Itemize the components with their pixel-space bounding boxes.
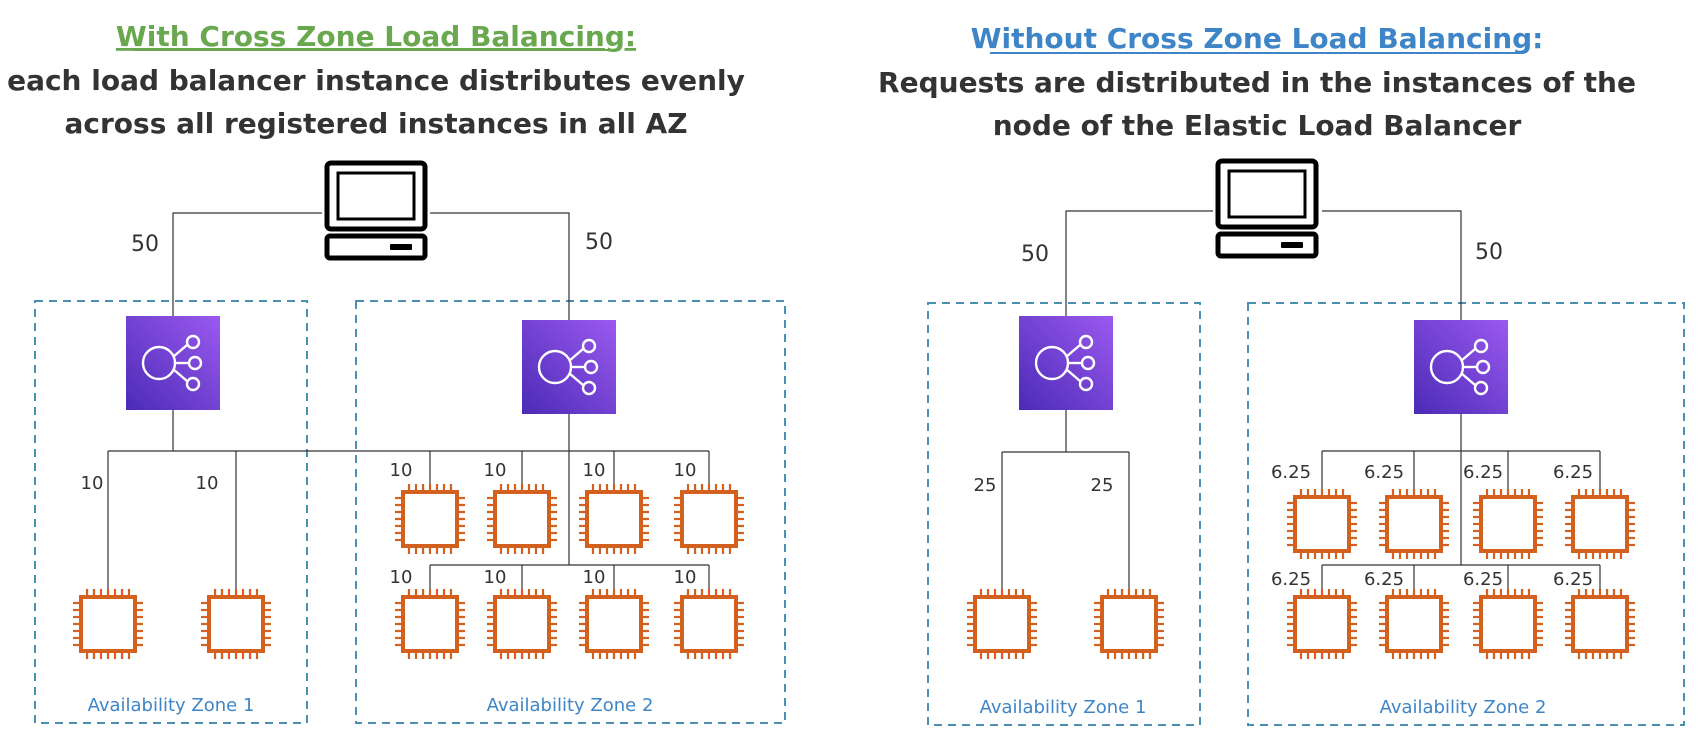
left-client-weight-2: 50 — [585, 230, 613, 255]
left-instance-az2-8-icon — [672, 587, 746, 661]
right-instance-az2-5-icon — [1285, 587, 1359, 661]
left-availability-zone-2 — [355, 300, 786, 724]
right-weight-az2-4: 6.25 — [1553, 462, 1593, 483]
left-weight-az1-2: 10 — [196, 473, 219, 494]
left-weight-az2-5: 10 — [390, 567, 413, 588]
left-instance-az2-1-icon — [393, 482, 467, 556]
right-load-balancer-2-icon — [1412, 318, 1510, 416]
right-weight-az1-2: 25 — [1091, 475, 1114, 496]
right-instance-az2-6-icon — [1377, 587, 1451, 661]
left-client-wire-1 — [172, 212, 322, 316]
right-instance-az2-7-icon — [1471, 587, 1545, 661]
left-weight-az1-1: 10 — [81, 473, 104, 494]
right-client-weight-2: 50 — [1475, 240, 1503, 265]
right-availability-zone-2 — [1247, 302, 1685, 726]
left-panel: With Cross Zone Load Balancing: each loa… — [7, 20, 786, 724]
left-instance-az1-2-icon — [199, 587, 273, 661]
left-weight-az2-8: 10 — [674, 567, 697, 588]
left-instance-az2-6-icon — [485, 587, 559, 661]
right-weight-az2-6: 6.25 — [1364, 569, 1404, 590]
right-instance-az1-2-icon — [1092, 587, 1166, 661]
right-weight-az2-8: 6.25 — [1553, 569, 1593, 590]
right-instance-az2-1-icon — [1285, 487, 1359, 561]
left-weight-az2-2: 10 — [484, 460, 507, 481]
left-az1-label: Availability Zone 1 — [88, 695, 255, 716]
right-weight-az2-5: 6.25 — [1271, 569, 1311, 590]
right-instance-az2-3-icon — [1471, 487, 1545, 561]
right-subtitle-line2: node of the Elastic Load Balancer — [993, 109, 1522, 142]
left-weight-az2-1: 10 — [390, 460, 413, 481]
left-instance-az2-5-icon — [393, 587, 467, 661]
left-instance-az2-4-icon — [672, 482, 746, 556]
left-load-balancer-2-icon — [520, 318, 618, 416]
right-client-wire-1 — [1065, 210, 1213, 316]
left-instance-az1-1-icon — [71, 587, 145, 661]
left-computer-icon — [327, 163, 425, 258]
left-client-wire-2 — [430, 212, 570, 320]
left-availability-zone-1 — [34, 300, 308, 724]
left-load-balancer-1-icon — [124, 314, 222, 412]
right-title: Without Cross Zone Load Balancing: — [971, 22, 1544, 55]
right-az2-label: Availability Zone 2 — [1380, 697, 1547, 718]
left-instance-az2-3-icon — [577, 482, 651, 556]
right-weight-az2-7: 6.25 — [1463, 569, 1503, 590]
right-weight-az2-2: 6.25 — [1364, 462, 1404, 483]
right-weight-az2-3: 6.25 — [1463, 462, 1503, 483]
right-az1-label: Availability Zone 1 — [980, 697, 1147, 718]
right-computer-icon — [1218, 161, 1316, 256]
left-weight-az2-7: 10 — [583, 567, 606, 588]
right-instance-az2-8-icon — [1563, 587, 1637, 661]
left-client-weight-1: 50 — [131, 232, 159, 257]
right-panel: Without Cross Zone Load Balancing: Reque… — [878, 22, 1685, 726]
right-client-wire-2 — [1322, 210, 1462, 320]
right-subtitle-line1: Requests are distributed in the instance… — [878, 66, 1636, 99]
left-weight-az2-3: 10 — [583, 460, 606, 481]
left-instance-az2-7-icon — [577, 587, 651, 661]
left-subtitle-line1: each load balancer instance distributes … — [7, 64, 745, 97]
left-title: With Cross Zone Load Balancing: — [116, 20, 636, 53]
right-instance-az2-4-icon — [1563, 487, 1637, 561]
left-subtitle-line2: across all registered instances in all A… — [64, 107, 687, 140]
right-instance-az1-1-icon — [965, 587, 1039, 661]
right-availability-zone-1 — [927, 302, 1201, 726]
right-load-balancer-1-icon — [1017, 314, 1115, 412]
right-weight-az2-1: 6.25 — [1271, 462, 1311, 483]
left-weight-az2-4: 10 — [674, 460, 697, 481]
right-client-weight-1: 50 — [1021, 242, 1049, 267]
right-weight-az1-1: 25 — [974, 475, 997, 496]
left-az2-label: Availability Zone 2 — [487, 695, 654, 716]
left-weight-az2-6: 10 — [484, 567, 507, 588]
left-instance-az2-2-icon — [485, 482, 559, 556]
right-instance-az2-2-icon — [1377, 487, 1451, 561]
